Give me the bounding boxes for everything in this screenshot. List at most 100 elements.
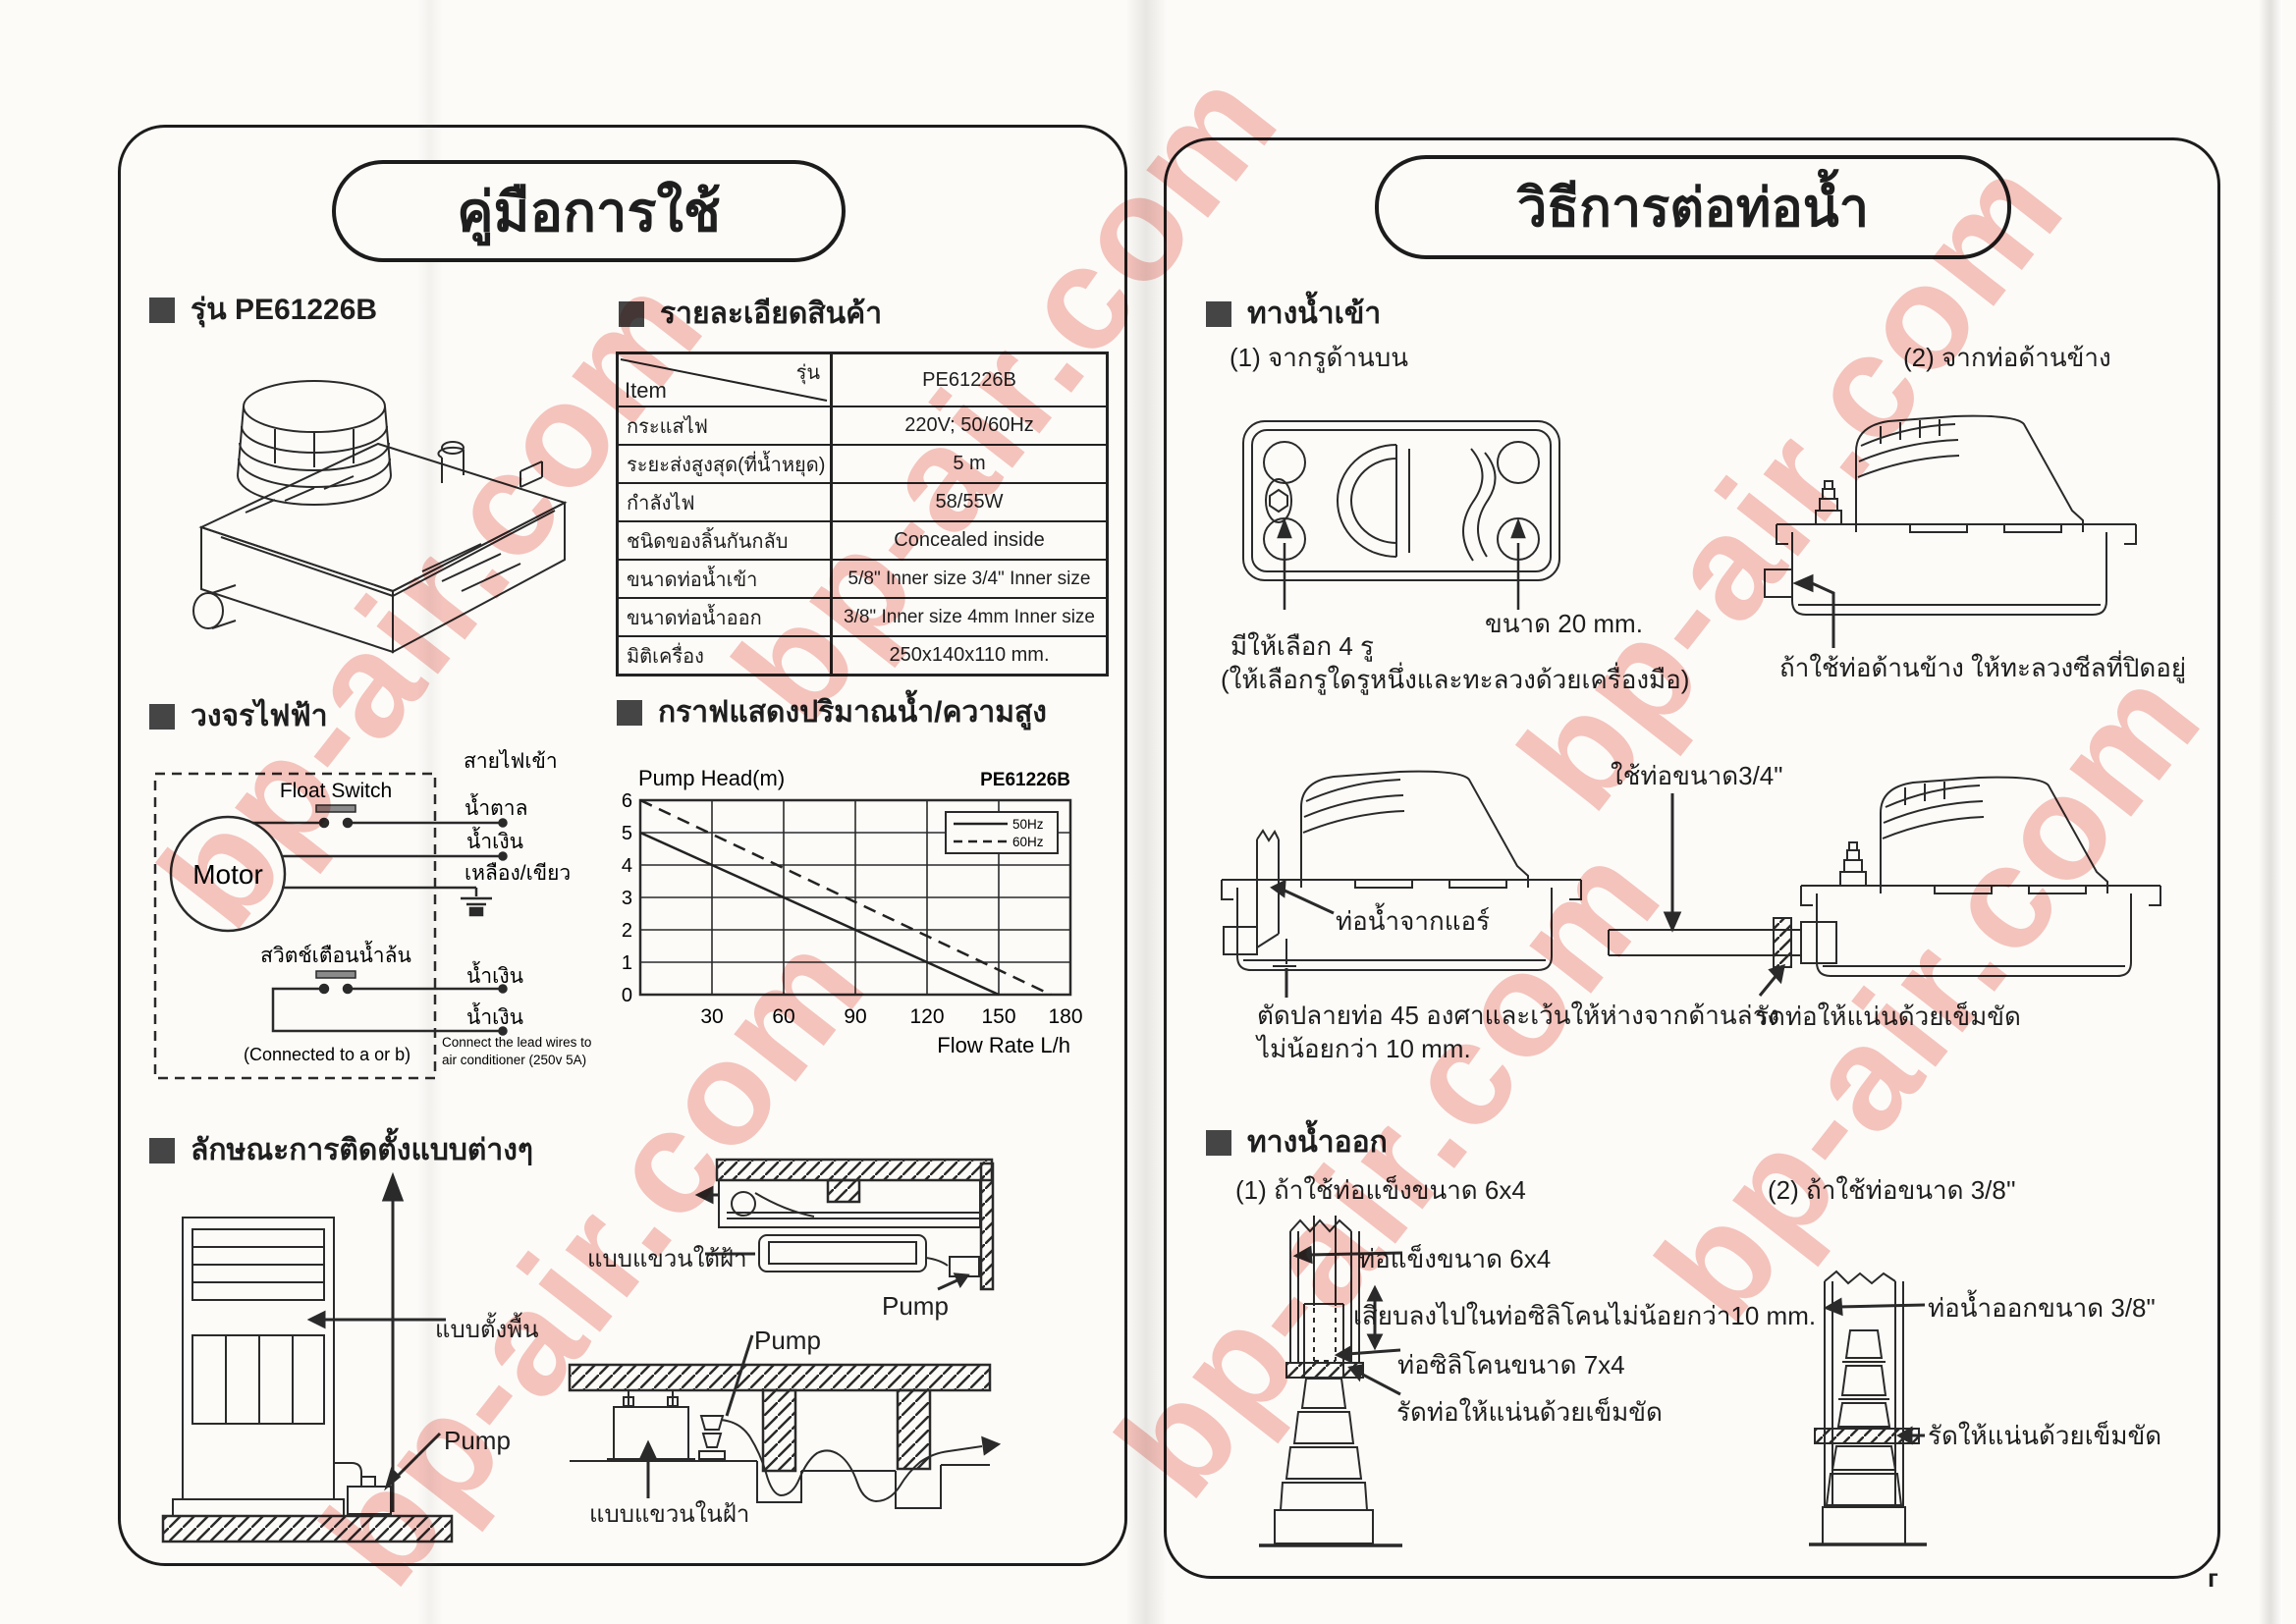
spec-label: มิติเครื่อง <box>627 645 704 668</box>
spec-value: 250x140x110 mm. <box>830 637 1106 674</box>
floor-standing-diagram <box>161 1171 454 1543</box>
spec-row: ชนิดของลิ้นกันกลับ Concealed inside <box>619 520 1106 559</box>
pump-label: Pump <box>882 1291 949 1321</box>
section-inlet-label: ทางน้ำเข้า <box>1247 298 1382 330</box>
svg-text:1: 1 <box>622 952 632 974</box>
clamp-note-label: รัดท่อให้แน่นด้วยเข็มขัด <box>1755 1001 2021 1031</box>
chart-ylabel: Pump Head(m) <box>638 766 785 790</box>
inlet-item2: (2) จากท่อด้านข้าง <box>1903 343 2111 372</box>
wire-brown-label: น้ำตาล <box>465 793 527 820</box>
section-bullet-icon <box>1206 1129 1231 1156</box>
pump-label: Pump <box>754 1326 821 1355</box>
cut-note-line2: ไม่น้อยกว่า 10 mm. <box>1257 1034 1471 1063</box>
section-bullet-icon <box>619 300 644 327</box>
spec-value: Concealed inside <box>830 522 1106 559</box>
corner-mark: г <box>2208 1563 2218 1593</box>
wire-blue-label: น้ำเงิน <box>466 827 523 853</box>
spec-label: ชนิดของลิ้นกันกลับ <box>627 530 789 553</box>
outlet-rigid-pipe-diagram <box>1259 1216 1403 1547</box>
section-install: ลักษณะการติดตั้งแบบต่างๆ <box>149 1127 533 1173</box>
svg-text:150: 150 <box>981 1005 1015 1028</box>
connected-note: (Connected to a or b) <box>244 1045 410 1064</box>
pump-label: Pump <box>444 1426 511 1455</box>
spec-value: 220V; 50/60Hz <box>830 407 1106 444</box>
chart-legend: 50Hz 60Hz <box>945 811 1059 854</box>
floor-hatch <box>161 1514 454 1543</box>
svg-text:2: 2 <box>622 920 632 942</box>
spec-value: 58/55W <box>830 484 1106 520</box>
section-circuit-label: วงจรไฟฟ้า <box>191 700 328 732</box>
svg-text:60: 60 <box>772 1005 794 1028</box>
gutter-shadow <box>1125 0 1167 1624</box>
use-pipe-34-label: ใช้ท่อขนาด3/4" <box>1611 761 1783 790</box>
inlet-item1: (1) จากรูด้านบน <box>1230 343 1409 372</box>
wire-blue2-label: น้ำเงิน <box>466 961 523 988</box>
series-50hz-line <box>639 831 1000 997</box>
spec-header-value: PE61226B <box>830 354 1106 406</box>
paper-edge-shadow <box>2259 0 2282 1624</box>
spec-label: ขนาดท่อน้ำออก <box>627 607 762 629</box>
section-bullet-icon <box>1206 300 1231 327</box>
spec-row: ระยะส่งสูงสุด(ที่น้ำหยุด)5 m <box>619 444 1106 482</box>
legend-60hz: 60Hz <box>1012 835 1044 849</box>
circuit-diagram: Motor Float Switch สวิตช์เตือนน้ำล้น สาย… <box>153 749 591 1080</box>
spec-value: 5/8" Inner size 3/4" Inner size <box>830 561 1106 597</box>
section-model: รุ่น PE61226B <box>149 287 377 333</box>
spec-row: ขนาดท่อน้ำออก 3/8" Inner size 4mm Inner s… <box>619 597 1106 635</box>
chart-x-ticks: 30 60 90 120 150 180 <box>700 1005 1082 1028</box>
chart-y-ticks: 6 5 4 3 2 1 0 <box>622 790 632 1006</box>
spec-label: กระแสไฟ <box>627 415 708 438</box>
svg-text:6: 6 <box>622 790 632 812</box>
svg-text:180: 180 <box>1048 1005 1082 1028</box>
spec-value: 3/8" Inner size 4mm Inner size <box>830 599 1106 635</box>
outlet-item2: (2) ถ้าใช้ท่อขนาด 3/8'' <box>1768 1175 2016 1205</box>
chart-xlabel: Flow Rate L/h <box>937 1033 1070 1057</box>
motor-label: Motor <box>192 859 263 890</box>
section-bullet-icon <box>149 1137 175 1164</box>
section-outlet: ทางน้ำออก <box>1206 1119 1388 1165</box>
header-diagonal-line <box>620 358 828 402</box>
section-inlet: ทางน้ำเข้า <box>1206 291 1381 337</box>
pump-top-view-diagram <box>1242 420 1560 610</box>
legend-50hz: 50Hz <box>1012 817 1044 832</box>
holes-choice-label: มีให้เลือก 4 รู <box>1230 631 1375 661</box>
outlet-38-pipe-diagram <box>1809 1270 1927 1546</box>
section-circuit: วงจรไฟฟ้า <box>149 693 328 739</box>
in-ceiling-diagram <box>568 1334 1002 1509</box>
spec-label: กำลังไฟ <box>627 492 695 514</box>
svg-text:4: 4 <box>622 855 632 877</box>
clamp-note2-label: รัดให้แน่นด้วยเข็มขัด <box>1928 1421 2162 1450</box>
right-page-title: วิธีการต่อท่อน้ำ <box>1516 179 1870 238</box>
wire-blue3-label: น้ำเงิน <box>466 1002 523 1029</box>
section-bullet-icon <box>617 699 642 726</box>
section-outlet-label: ทางน้ำออก <box>1247 1126 1388 1159</box>
connect-note-line2: air conditioner (250v 5A) <box>442 1053 586 1067</box>
pump-side-view-clamp <box>1608 776 2161 997</box>
right-page-title-banner: วิธีการต่อท่อน้ำ <box>1375 155 2011 259</box>
spec-label: ขนาดท่อน้ำเข้า <box>627 568 758 591</box>
section-model-label: รุ่น PE61226B <box>191 294 378 326</box>
spec-label: ระยะส่งสูงสุด(ที่น้ำหยุด) <box>627 454 826 476</box>
spec-header-row: Item รุ่น PE61226B <box>619 354 1106 406</box>
svg-text:5: 5 <box>622 823 632 844</box>
section-graph-label: กราฟแสดงปริมาณน้ำ/ความสูง <box>658 696 1047 729</box>
hole-size-label: ขนาด 20 mm. <box>1485 609 1643 638</box>
power-in-label: สายไฟเข้า <box>464 749 558 773</box>
section-install-label: ลักษณะการติดตั้งแบบต่างๆ <box>191 1134 533 1166</box>
left-page-title: คู่มือการใช้ <box>457 180 721 243</box>
spec-row: มิติเครื่อง 250x140x110 mm. <box>619 635 1106 674</box>
silicone-pipe-label: ท่อซิลิโคนขนาด 7x4 <box>1397 1350 1625 1380</box>
connect-note-line1: Connect the lead wires to <box>442 1035 591 1050</box>
rigid-pipe-label: ท่อแข็งขนาด 6x4 <box>1358 1244 1552 1273</box>
under-ceiling-diagram <box>694 1158 995 1291</box>
section-bullet-icon <box>149 703 175 730</box>
svg-text:3: 3 <box>622 888 632 909</box>
spec-row: กำลังไฟ 58/55W <box>619 482 1106 520</box>
side-pipe-note: ถ้าใช้ท่อด้านข้าง ให้ทะลวงซีลที่ปิดอยู่ <box>1779 653 2187 682</box>
pump-side-view-inlet2 <box>1764 414 2137 648</box>
svg-text:120: 120 <box>909 1005 944 1028</box>
holes-choice-note: (ให้เลือกรูใดรูหนึ่งและทะลวงด้วยเครื่องม… <box>1221 665 1690 694</box>
clamp-hatch <box>1285 1362 1364 1379</box>
spec-row: ขนาดท่อน้ำเข้า 5/8" Inner size 3/4" Inner… <box>619 559 1106 597</box>
